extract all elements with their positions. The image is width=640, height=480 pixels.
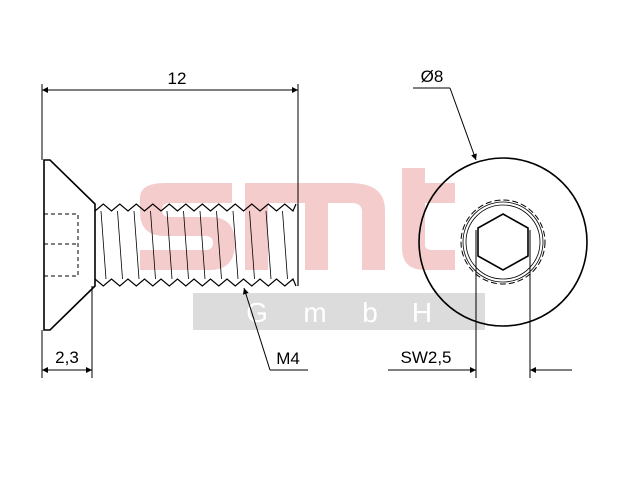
hex-socket-label: SW2,5 (400, 348, 451, 367)
watermark: G m b H (140, 168, 485, 330)
thread-label: M4 (276, 349, 300, 368)
thread-callout: M4 (242, 287, 308, 371)
hex-socket-hidden (44, 213, 79, 277)
thread-flank (183, 210, 189, 280)
thread-flank (249, 210, 255, 280)
dimension-head-height: 2,3 (41, 286, 93, 378)
thread-flank (282, 210, 288, 280)
watermark-letter-g: G (246, 297, 268, 328)
dimension-hex-socket: SW2,5 (388, 230, 572, 378)
thread-flank (133, 210, 140, 280)
watermark-letter-h: H (412, 297, 432, 328)
screw-top-view (418, 157, 588, 327)
watermark-logo (140, 168, 455, 270)
screw-head (43, 159, 96, 331)
dimension-length-label: 12 (168, 69, 187, 88)
thread-flank (150, 210, 156, 280)
thread-bottom-profile (94, 278, 297, 287)
screw-side-view (43, 159, 299, 331)
diameter-label: Ø8 (421, 67, 444, 86)
thread-flank (232, 210, 239, 280)
thread-flank (166, 210, 173, 280)
thread-flank (199, 210, 206, 280)
thread-flank (117, 210, 123, 280)
thread-circle-outer (462, 201, 544, 283)
dimension-head-height-label: 2,3 (55, 348, 79, 367)
thread-flank (265, 210, 272, 280)
thread-circle-hidden (460, 199, 546, 285)
hex-circle (465, 204, 541, 280)
head-circle (418, 157, 588, 327)
watermark-band (193, 293, 485, 330)
thread-flank (216, 210, 222, 280)
thread (94, 203, 297, 287)
diameter-callout: Ø8 (413, 67, 477, 161)
hex-socket (477, 213, 529, 271)
thread-top-profile (94, 203, 297, 212)
dimension-length: 12 (41, 69, 299, 206)
watermark-letter-m: m (303, 297, 326, 328)
thread-flank (100, 210, 107, 280)
watermark-letter-b: b (362, 297, 378, 328)
